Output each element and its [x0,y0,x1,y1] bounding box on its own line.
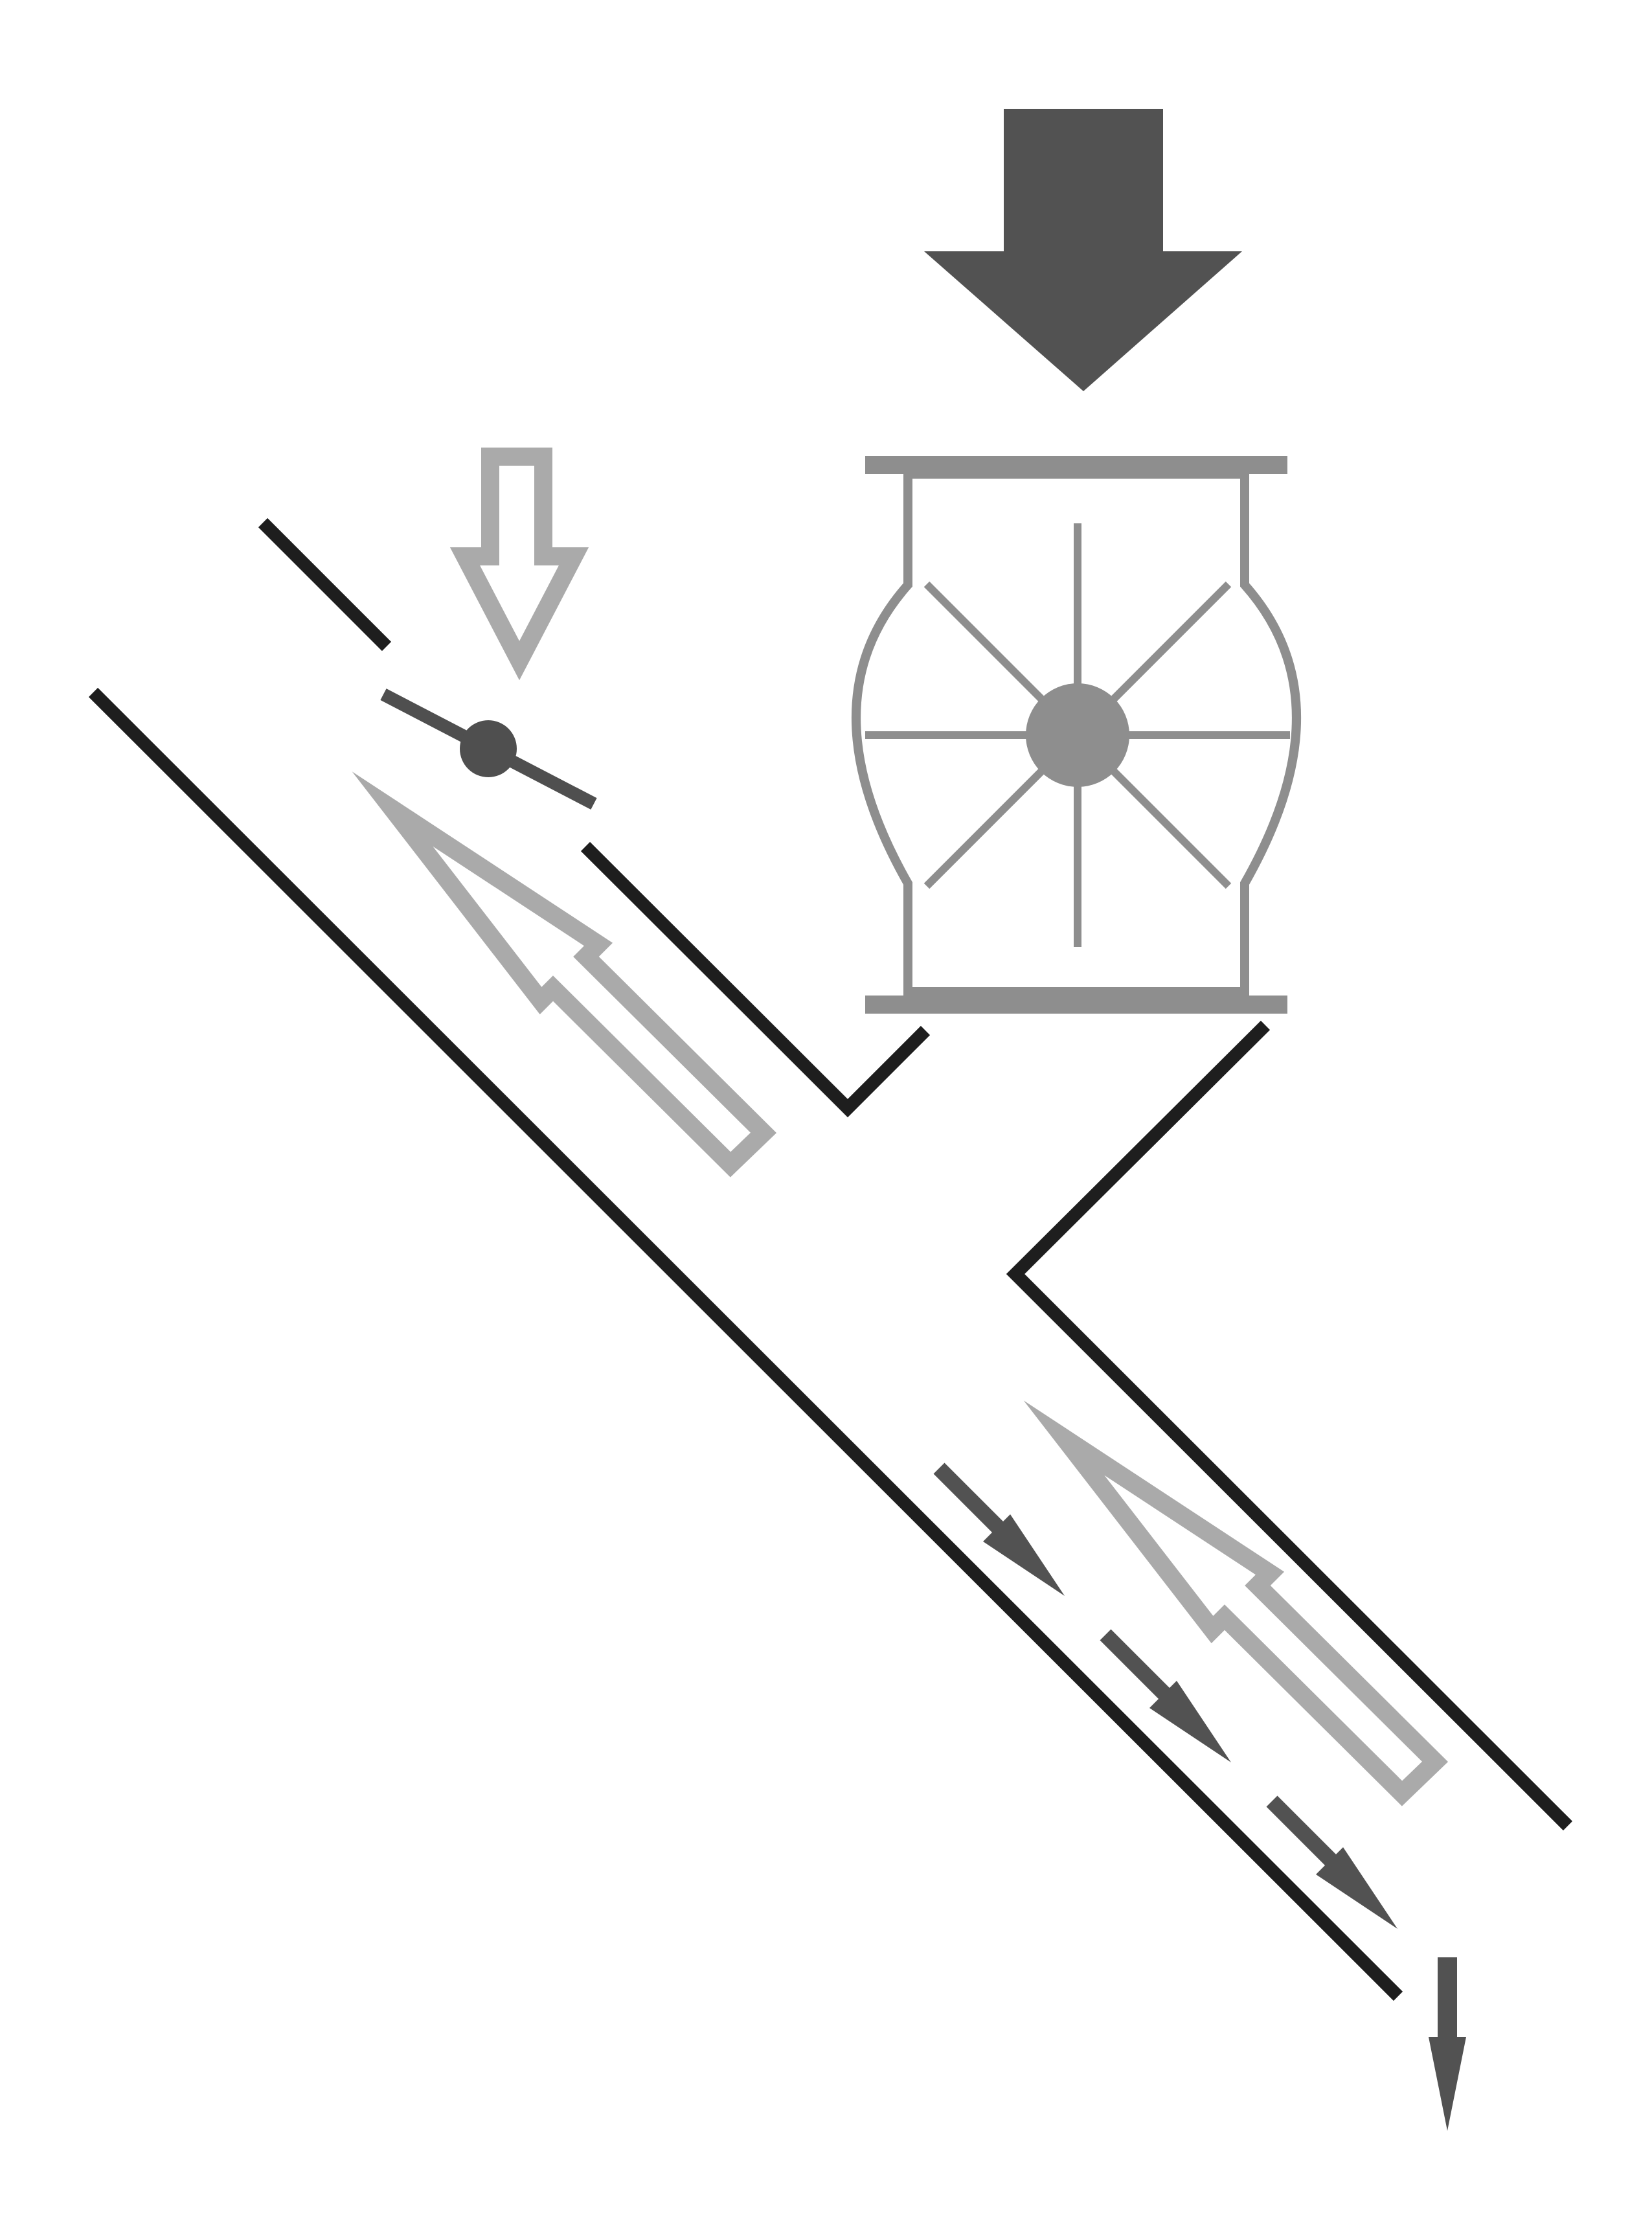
flow-arrow-head [983,1514,1065,1596]
rotary-airlock-valve [852,456,1301,1014]
flow-arrow-head [1149,1681,1231,1762]
flow-arrow-shaft [933,1462,1009,1538]
flow-arrow-shaft [1100,1629,1175,1705]
flow-arrow-head [1316,1847,1397,1929]
flow-arrow-shaft [1266,1795,1342,1871]
material-flow-arrow [1266,1795,1397,1929]
pipe-upper-wall-right [1006,1020,1573,1831]
inlet-branch-wall [258,518,392,652]
air-inlet-arrow [449,448,589,681]
rotor-hub [1026,683,1129,787]
discharge-arrow [1429,1957,1466,2131]
material-flow-arrow [1100,1629,1231,1762]
valve-rotor [865,523,1290,947]
material-flow-arrow [933,1462,1065,1596]
inlet-damper [380,688,597,810]
valve-body [852,470,1301,996]
discharge-arrow-head [1429,2037,1466,2131]
discharge-arrow-shaft [1438,1957,1457,2040]
damper-pivot [460,720,517,777]
material-feed-arrow [924,109,1242,391]
pipe-upper-wall-left [580,841,931,1118]
return-air-arrow [1023,1400,1449,1806]
conveying-pipe [88,518,1573,2001]
return-air-arrow [352,771,777,1178]
pipe-lower-wall [88,687,1403,2001]
